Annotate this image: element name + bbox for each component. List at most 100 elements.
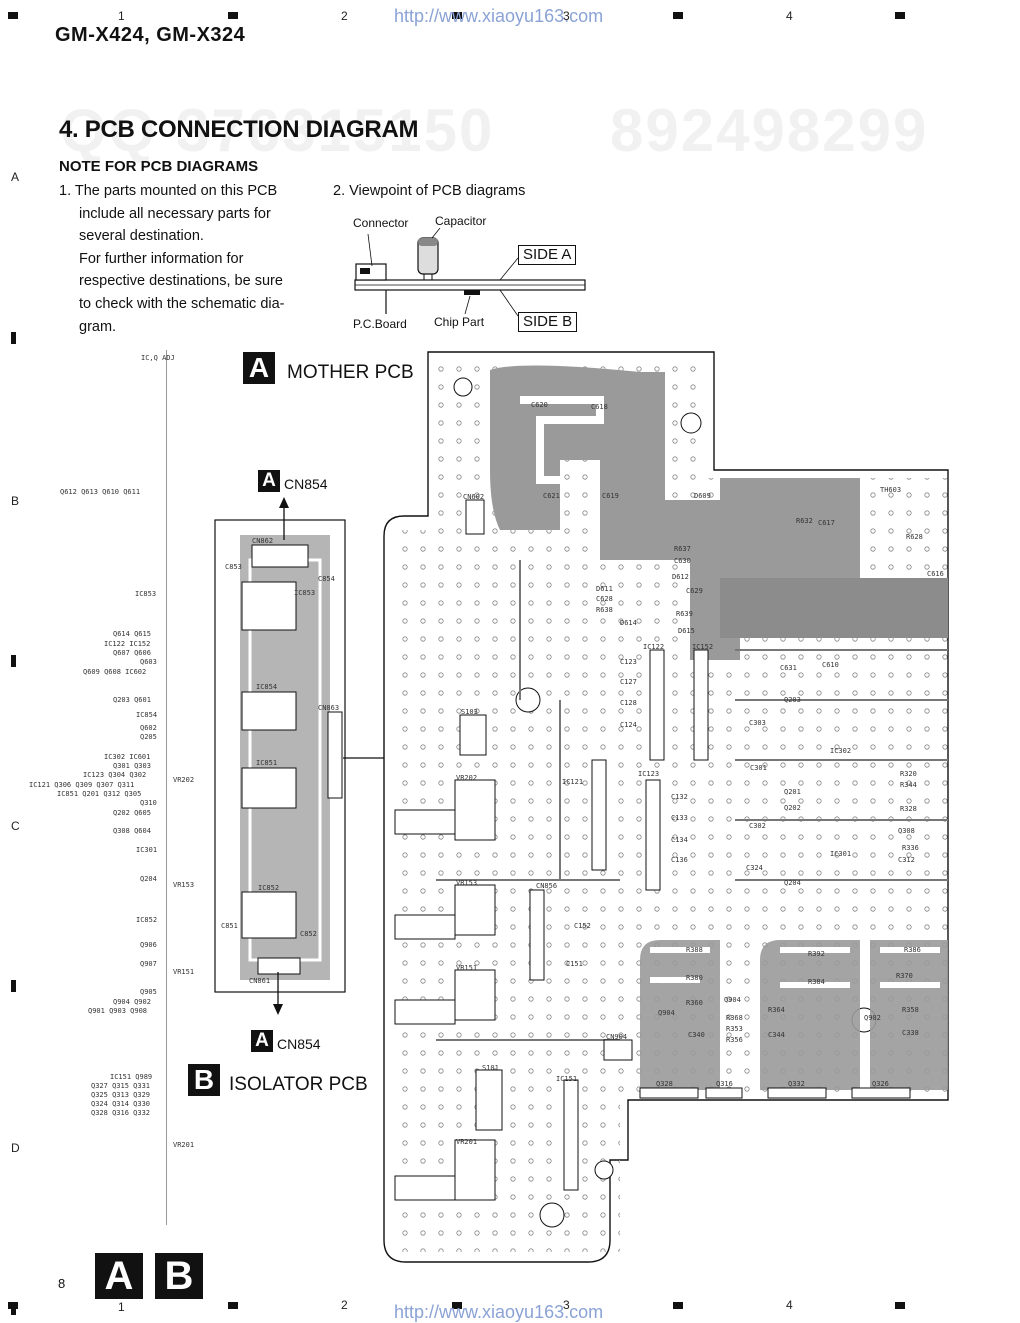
part-label: C128 (620, 699, 637, 707)
part-label: Q904 (724, 996, 741, 1004)
side-b-box: SIDE B (518, 312, 578, 332)
part-label: R386 (904, 946, 921, 954)
part-label: R380 (686, 974, 703, 982)
part-label: R364 (768, 1006, 785, 1014)
part-label: Q203 (784, 696, 801, 704)
part-label: VR201 (456, 1138, 478, 1146)
model-title: GM-X424, GM-X324 (55, 24, 246, 46)
grid-row-a: A (11, 170, 20, 184)
part-label: IC851 (256, 759, 278, 767)
grid-column-3: 3 (563, 9, 570, 23)
part-label: CN904 (606, 1033, 628, 1041)
part-label: Q328 (656, 1080, 673, 1088)
ref-row: Q603 (140, 658, 157, 666)
part-label: Q204 (784, 879, 801, 887)
part-label: D611 (596, 585, 613, 593)
ref-row: IC301 (136, 846, 158, 854)
grid-corner-mark (8, 12, 18, 19)
part-label: C132 (671, 793, 688, 801)
footer-url[interactable]: http://www.xiaoyu163.com (394, 1302, 604, 1322)
grid-column-1: 1 (118, 1300, 125, 1314)
grid-mark (895, 12, 905, 19)
ref-row: Q205 (140, 733, 157, 741)
part-label: VR202 (456, 774, 478, 782)
part-label: C620 (531, 401, 548, 409)
grid-mark (673, 1302, 683, 1309)
index-divider (166, 350, 167, 1225)
part-label: C853 (225, 563, 242, 571)
ref-row: IC854 (136, 711, 158, 719)
part-label: Q902 (864, 1014, 881, 1022)
grid-mark (673, 12, 683, 19)
ref-row: Q907 (140, 960, 157, 968)
grid-column-4: 4 (786, 9, 793, 23)
grid-column-4: 4 (786, 1298, 793, 1312)
part-label: CN856 (536, 882, 558, 890)
part-label: VR153 (456, 879, 478, 887)
part-label: C344 (768, 1031, 785, 1039)
ref-row: Q602 (140, 724, 157, 732)
header-url[interactable]: http://www.xiaoyu163.com (394, 6, 604, 26)
ref-row: Q904 Q902 (113, 998, 151, 1006)
part-label: C133 (671, 814, 688, 822)
part-label: Q904 (658, 1009, 675, 1017)
part-label: CN602 (463, 493, 485, 501)
part-label: IC302 (830, 747, 852, 755)
cn854-bottom-badge: A (251, 1030, 273, 1052)
part-label: IC853 (294, 589, 316, 597)
grid-column-2: 2 (341, 9, 348, 23)
part-label: TH603 (880, 486, 902, 494)
part-label: R368 (726, 1014, 743, 1022)
cn854-top-badge: A (258, 470, 280, 492)
part-label: R344 (900, 781, 917, 789)
part-label: C854 (318, 575, 335, 583)
note-line: For further information for (79, 250, 244, 267)
part-label: C324 (746, 864, 763, 872)
part-label: VR151 (456, 964, 478, 972)
part-label: IC151 (556, 1075, 578, 1083)
part-label: C134 (671, 836, 688, 844)
ref-row: Q310 (140, 799, 157, 807)
grid-mark (895, 1302, 905, 1309)
part-label: C852 (300, 930, 317, 938)
part-label: C152 (574, 922, 591, 930)
grid-column-3: 3 (563, 1298, 570, 1312)
part-label: R358 (902, 1006, 919, 1014)
footer-badge-a: A (95, 1253, 143, 1299)
part-label: R637 (674, 545, 691, 553)
grid-row-d: D (11, 1141, 20, 1155)
part-label: Q332 (788, 1080, 805, 1088)
part-label: D612 (672, 573, 689, 581)
ref-row: Q308 Q604 (113, 827, 151, 835)
part-label: C619 (602, 492, 619, 500)
part-label: R388 (686, 946, 703, 954)
grid-mark (11, 655, 16, 667)
watermark: QQ 376315150 (60, 97, 495, 164)
cn854-bottom-label: CN854 (277, 1036, 321, 1052)
part-label: C151 (566, 960, 583, 968)
ref-row: Q204 (140, 875, 157, 883)
ref-row: IC122 IC152 (104, 640, 151, 648)
part-label: C127 (620, 678, 637, 686)
grid-mark (452, 1302, 462, 1309)
ref-row: IC302 IC601 (104, 753, 151, 761)
part-label: R320 (900, 770, 917, 778)
mother-pcb-badge: A (243, 352, 275, 384)
ref-row: Q607 Q606 (113, 649, 151, 657)
note-line: to check with the schematic dia- (79, 295, 285, 312)
ref-row: IC853 (135, 590, 157, 598)
ref-row: Q614 Q615 (113, 630, 151, 638)
grid-column-2: 2 (341, 1298, 348, 1312)
part-label: IC852 (258, 884, 280, 892)
part-label: R356 (726, 1036, 743, 1044)
section-title: 4. PCB CONNECTION DIAGRAM (59, 116, 419, 143)
part-label: C851 (221, 922, 238, 930)
ref-row: Q203 Q601 (113, 696, 151, 704)
grid-mark (11, 1303, 16, 1315)
part-label: C628 (596, 595, 613, 603)
part-label: C610 (822, 661, 839, 669)
isolator-pcb-badge: B (188, 1064, 220, 1096)
part-label: R328 (900, 805, 917, 813)
grid-mark (228, 1302, 238, 1309)
